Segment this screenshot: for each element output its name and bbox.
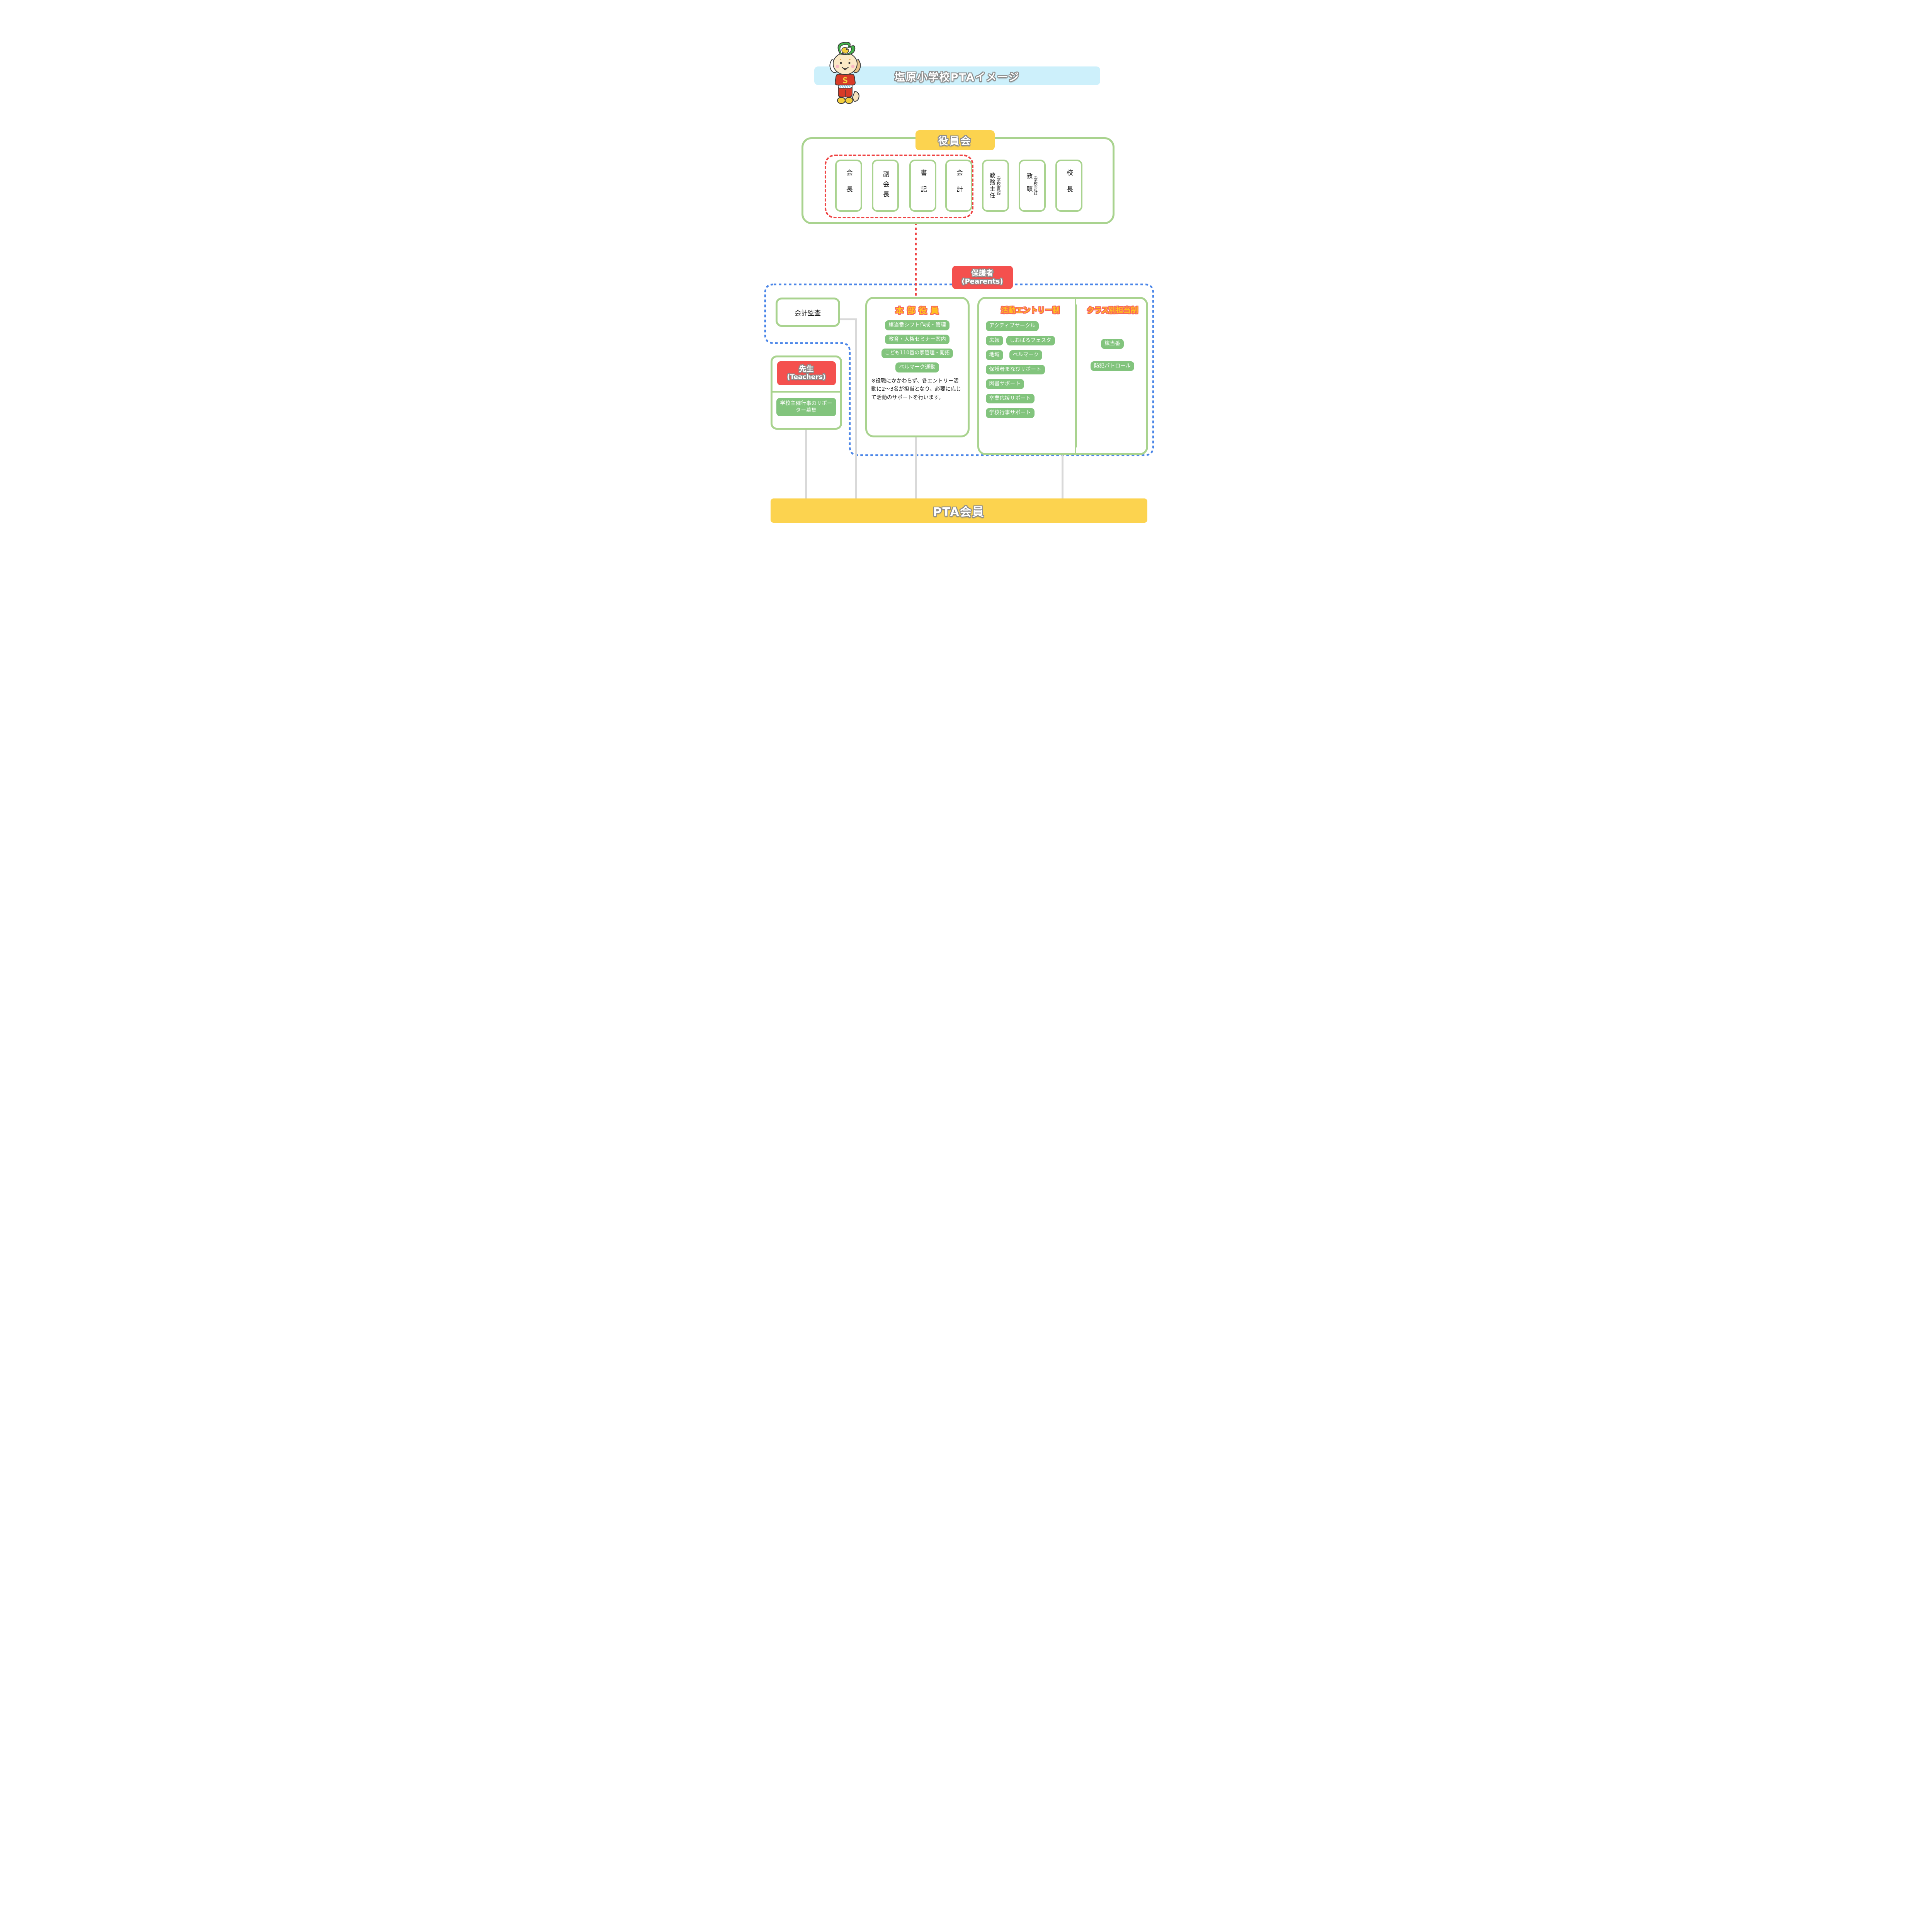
teachers-item: 学校主催行事のサポーター募集 <box>776 398 836 417</box>
honbu-item: 教育・人権セミナー案内 <box>885 334 949 345</box>
pta-members-bar: PTA会員 <box>770 498 1147 523</box>
officer-label: 教頭 <box>1025 172 1033 199</box>
officer-box-kaikei: 会計 <box>945 160 972 212</box>
officer-label: 書記 <box>919 169 927 202</box>
entry-item: 図書サポート <box>985 379 1024 389</box>
entry-item: 広報 <box>985 335 1003 346</box>
entry-item: アクティブサークル <box>985 321 1039 331</box>
teachers-tag-en: (Teachers) <box>787 373 826 381</box>
officer-label: 校長 <box>1065 169 1073 202</box>
parents-tag-jp: 保護者 <box>971 269 994 277</box>
officer-label: 会長 <box>844 169 853 202</box>
connector-teachers-down <box>805 429 807 498</box>
connector-officers-to-honbu <box>915 218 917 298</box>
officer-box-kocho: 校長 <box>1055 160 1082 212</box>
parents-group-dotted-border <box>764 283 1154 456</box>
page-title: 塩原小学校PTAイメージ <box>894 71 1020 83</box>
entry-class-divider <box>1075 298 1076 454</box>
connector-audit-down <box>855 318 857 498</box>
teachers-tag-jp: 先生 <box>799 365 814 374</box>
entry-system-content: 活動エントリー制 アクティブサークル 広報 しおばるフェスタ 地域 ベルマーク … <box>977 297 1075 455</box>
honbu-item: こども110番の家管理・開拓 <box>881 349 953 358</box>
officer-sublabel: （学校書記） <box>996 173 1001 198</box>
officer-label: 副会長 <box>881 170 889 201</box>
entry-item: 地域 <box>985 350 1003 360</box>
officer-box-fukukaicho: 副会長 <box>871 160 899 212</box>
mascot-dog-icon: S <box>823 42 867 107</box>
entry-item: 卒業応援サポート <box>985 393 1035 404</box>
officers-header: 役員会 <box>915 130 995 150</box>
class-system-item: 防犯パトロール <box>1091 361 1134 371</box>
honbu-item: ベルマーク運動 <box>895 362 939 372</box>
officer-box-kyomu-shunin: 教務主任 （学校書記） <box>982 160 1009 212</box>
honbu-title: 本 部 役 員 <box>895 306 939 315</box>
class-system-item: 旗当番 <box>1101 339 1124 349</box>
entry-system-title: 活動エントリー制 <box>1001 306 1060 315</box>
entry-item: ベルマーク <box>1009 350 1042 360</box>
connector-honbu-down <box>915 437 917 498</box>
title-banner <box>814 66 1100 85</box>
officer-label: 会計 <box>955 169 963 202</box>
elected-officers-dashed-outline <box>824 155 973 218</box>
class-system-title: クラス別担当制 <box>1087 306 1138 315</box>
pta-members-label: PTA会員 <box>933 505 985 519</box>
officer-sublabel: （学校会計） <box>1033 173 1038 198</box>
honbu-note: ※役職にかかわらず、各エントリー活動に2〜3名が担当となり、必要に応じて活動のサ… <box>871 378 961 401</box>
parents-tag: 保護者 (Pearents) <box>952 266 1013 289</box>
accounting-audit-box: 会計監査 <box>775 298 840 327</box>
connector-audit-elbow <box>840 318 857 320</box>
class-system-content: クラス別担当制 旗当番 防犯パトロール <box>1075 304 1148 447</box>
entry-item: 保護者まなびサポート <box>985 364 1045 375</box>
teachers-tag: 先生 (Teachers) <box>777 361 836 385</box>
accounting-audit-label: 会計監査 <box>795 309 821 317</box>
officer-label: 教務主任 <box>989 172 996 199</box>
svg-text:S: S <box>842 76 847 85</box>
teachers-divider <box>770 391 842 393</box>
connector-entry-down <box>1061 454 1063 498</box>
officer-box-kyoto: 教頭 （学校会計） <box>1018 160 1046 212</box>
parents-tag-en: (Pearents) <box>961 277 1003 286</box>
officer-box-shoki: 書記 <box>909 160 936 212</box>
entry-item: しおばるフェスタ <box>1006 335 1055 346</box>
pta-organization-chart: 塩原小学校PTAイメージ S <box>745 0 1171 602</box>
honbu-content: 本 部 役 員 旗当番シフト作成・管理 教育・人権セミナー案内 こども110番の… <box>865 297 970 437</box>
entry-item: 学校行事サポート <box>985 408 1035 418</box>
honbu-item: 旗当番シフト作成・管理 <box>885 320 949 330</box>
officer-box-kaicho: 会長 <box>835 160 862 212</box>
